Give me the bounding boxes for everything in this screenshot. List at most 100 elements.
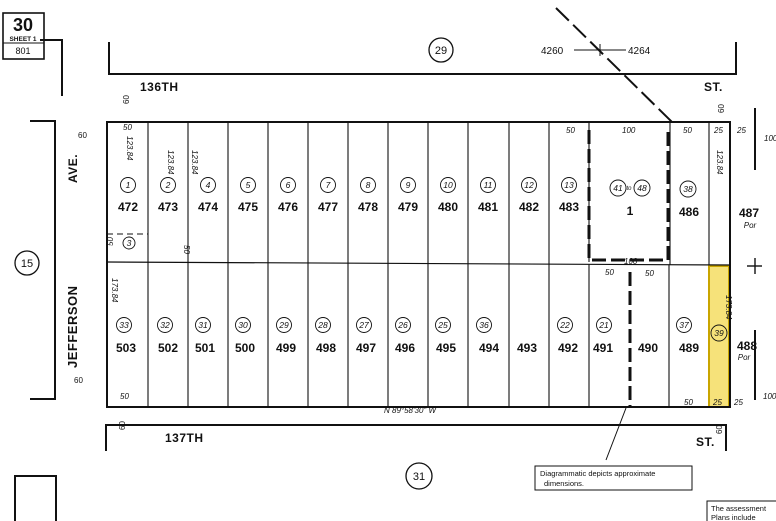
bearing-label: N 89°58'30" W xyxy=(384,406,437,415)
page-number: 30 xyxy=(13,15,33,35)
adjacent-block-lines xyxy=(14,39,756,521)
svg-text:50: 50 xyxy=(683,126,692,135)
width-left-bottom: 60 xyxy=(74,376,83,385)
parcel-top-number: 4 xyxy=(206,180,211,190)
svg-text:50: 50 xyxy=(182,245,191,254)
parcel-top-number: 10 xyxy=(443,180,453,190)
lot-top-number: 479 xyxy=(398,200,418,214)
note-leader-line xyxy=(605,407,627,461)
street-top-suffix: ST. xyxy=(704,80,723,94)
parcel-bottom-3[interactable]: 30 500 xyxy=(235,317,255,356)
parcel-top-6[interactable]: 8 478 xyxy=(358,177,378,215)
lot-top-number: 475 xyxy=(238,200,258,214)
width-left-top: 60 xyxy=(78,131,87,140)
parcel-top-number: 8 xyxy=(366,180,371,190)
dimension-labels: 50 50 100 50 25 25 123.84 123.84 123.84 … xyxy=(106,123,776,407)
parcel-top-number: 5 xyxy=(246,180,251,190)
svg-text:25: 25 xyxy=(713,126,723,135)
combined-parcel[interactable]: 41 to 48 1 xyxy=(609,179,651,218)
parcel-bottom-number: 22 xyxy=(559,320,570,330)
lot-top-number: 474 xyxy=(198,200,218,214)
lot-bottom-number: 500 xyxy=(235,341,255,355)
block-ref-top[interactable]: 29 xyxy=(428,37,454,63)
parcel-bottom-number: 27 xyxy=(358,320,369,330)
parcel-bottom-number: 28 xyxy=(317,320,328,330)
parcel-bottom-number: 21 xyxy=(598,320,609,330)
combined-parcel-boundary xyxy=(587,130,670,262)
assessment-note: The assessment Plans include xyxy=(706,500,776,521)
svg-text:Diagrammatic depicts approxima: Diagrammatic depicts approximate xyxy=(540,469,655,478)
parcel-38[interactable]: 38 486 xyxy=(679,180,699,219)
street-left-name: JEFFERSON xyxy=(65,285,80,368)
lot-top-number: 482 xyxy=(519,200,539,214)
svg-text:100: 100 xyxy=(763,392,776,401)
combined-parcel-b: 48 xyxy=(637,183,647,193)
lot-bottom-number: 502 xyxy=(158,341,178,355)
street-bottom-name: 137TH xyxy=(165,431,204,445)
width-bottom-left: 60 xyxy=(118,421,127,430)
bottom-row-parcels: 3350332502315013050029499284982749726496… xyxy=(116,317,700,356)
svg-text:29: 29 xyxy=(435,45,447,57)
parcel-top-number: 1 xyxy=(126,180,131,190)
parcel-bottom-13[interactable]: 490 xyxy=(638,341,658,355)
sheet-code: 801 xyxy=(15,46,30,56)
parcel-bottom-number: 32 xyxy=(160,320,170,330)
parcel-bottom-1[interactable]: 32 502 xyxy=(157,317,179,356)
street-top-name: 136TH xyxy=(140,80,179,94)
lot-bottom-number: 491 xyxy=(593,341,613,355)
parcel-3[interactable]: 3 xyxy=(122,236,136,250)
svg-text:100: 100 xyxy=(764,134,776,143)
top-row-parcels: 1472247344745475647674778478947910480114… xyxy=(118,177,579,215)
parcel-39[interactable]: 39 xyxy=(710,324,728,342)
lot-top-number: 478 xyxy=(358,200,378,214)
parcel-top-number: 9 xyxy=(406,180,411,190)
svg-text:50: 50 xyxy=(684,398,693,407)
svg-text:173.84: 173.84 xyxy=(724,295,733,320)
width-top-right: 60 xyxy=(717,104,726,113)
parcel-bottom-number: 33 xyxy=(119,320,129,330)
parcel-top-number: 13 xyxy=(564,180,574,190)
svg-text:123.84: 123.84 xyxy=(125,136,134,161)
lot-487: 487 xyxy=(739,206,759,220)
lot-bottom-number: 496 xyxy=(395,341,415,355)
svg-text:100: 100 xyxy=(624,257,638,266)
parcel-top-number: 7 xyxy=(326,180,331,190)
block-ref-bottom[interactable]: 31 xyxy=(405,462,433,490)
parcel-bottom-12[interactable]: 21 491 xyxy=(593,317,613,356)
parcel-bottom-number: 25 xyxy=(437,320,448,330)
svg-text:123.84: 123.84 xyxy=(715,150,724,175)
lot-bottom-number: 489 xyxy=(679,341,699,355)
bottom-row-lot-lines xyxy=(147,262,670,407)
svg-text:50: 50 xyxy=(106,237,115,246)
parcel-top-3[interactable]: 5 475 xyxy=(238,177,258,215)
svg-text:25: 25 xyxy=(733,398,743,407)
parcel-top-2[interactable]: 4 474 xyxy=(198,177,218,215)
parcel-bottom-10[interactable]: 493 xyxy=(517,341,537,355)
lot-bottom-number: 493 xyxy=(517,341,537,355)
svg-text:25: 25 xyxy=(736,126,746,135)
parcel-top-7[interactable]: 9 479 xyxy=(398,177,418,215)
block-ref-left[interactable]: 15 xyxy=(14,250,40,276)
svg-text:50: 50 xyxy=(120,392,129,401)
parcel-bottom-number: 30 xyxy=(238,320,248,330)
block-center-line xyxy=(106,261,731,266)
svg-text:39: 39 xyxy=(714,328,724,338)
